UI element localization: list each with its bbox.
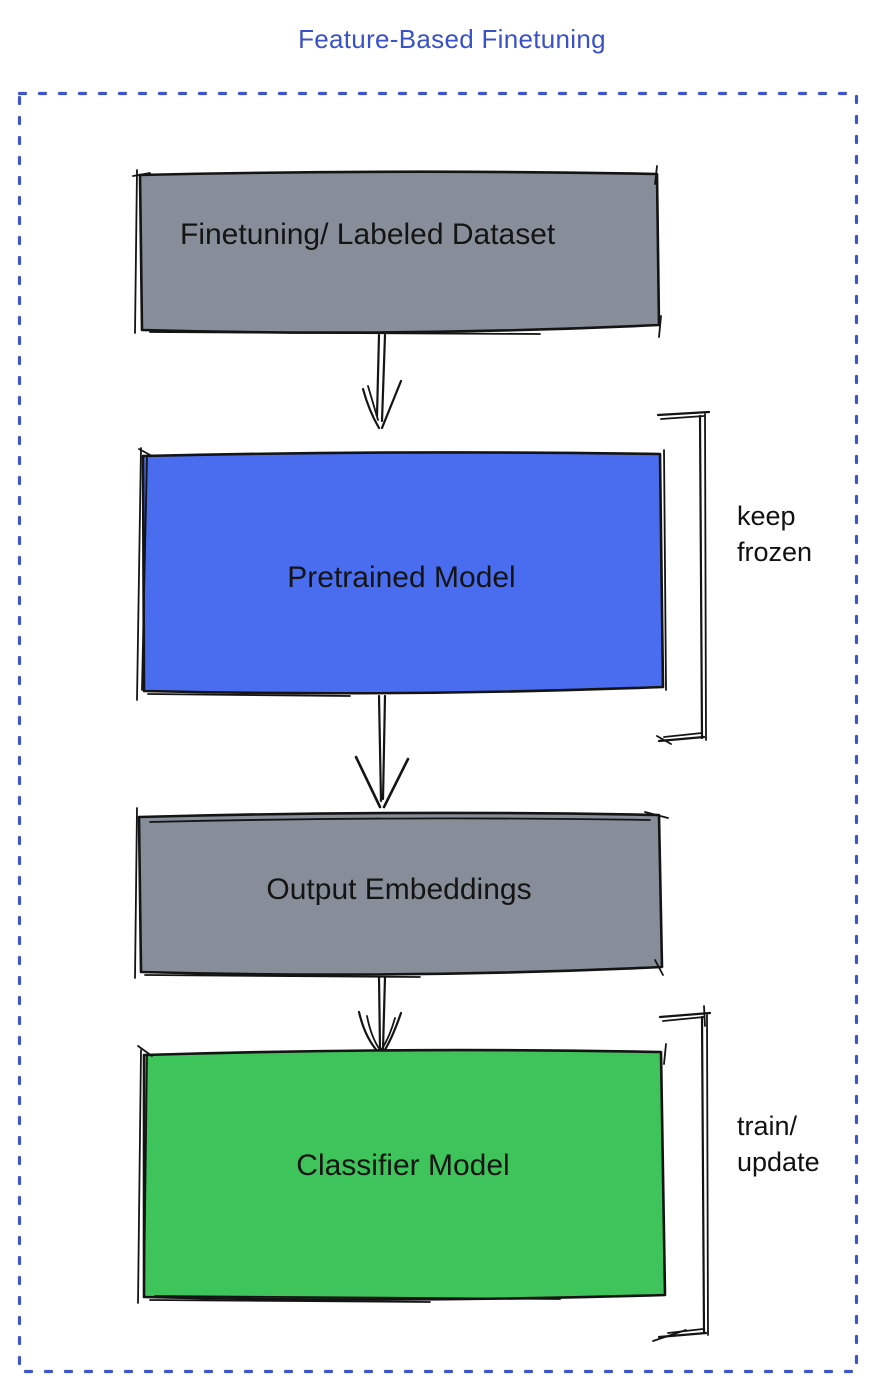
- box-finetuning-dataset: [132, 165, 662, 338]
- box-output-embeddings: [134, 807, 669, 979]
- bracket-train-update: [652, 1005, 712, 1342]
- dashed-container-border: [17, 91, 859, 1374]
- box-label-output-embeddings: Output Embeddings: [266, 873, 532, 906]
- box-label-classifier-model: Classifier Model: [296, 1149, 510, 1182]
- box-label-pretrained-model: Pretrained Model: [287, 561, 516, 594]
- diagram-title: Feature-Based Finetuning: [298, 24, 606, 54]
- box-label-finetuning-dataset: Finetuning/ Labeled Dataset: [180, 218, 556, 251]
- annotation-keep-frozen: keep frozen: [737, 501, 813, 567]
- arrow-embeddings-to-classifier: [357, 975, 403, 1061]
- annotation-train-update: train/ update: [737, 1111, 820, 1177]
- box-pretrained-model: [136, 447, 667, 701]
- box-classifier-model: [137, 1043, 667, 1304]
- bracket-keep-frozen: [656, 410, 711, 745]
- arrow-dataset-to-pretrained: [361, 333, 403, 430]
- arrow-pretrained-to-embeddings: [354, 694, 410, 809]
